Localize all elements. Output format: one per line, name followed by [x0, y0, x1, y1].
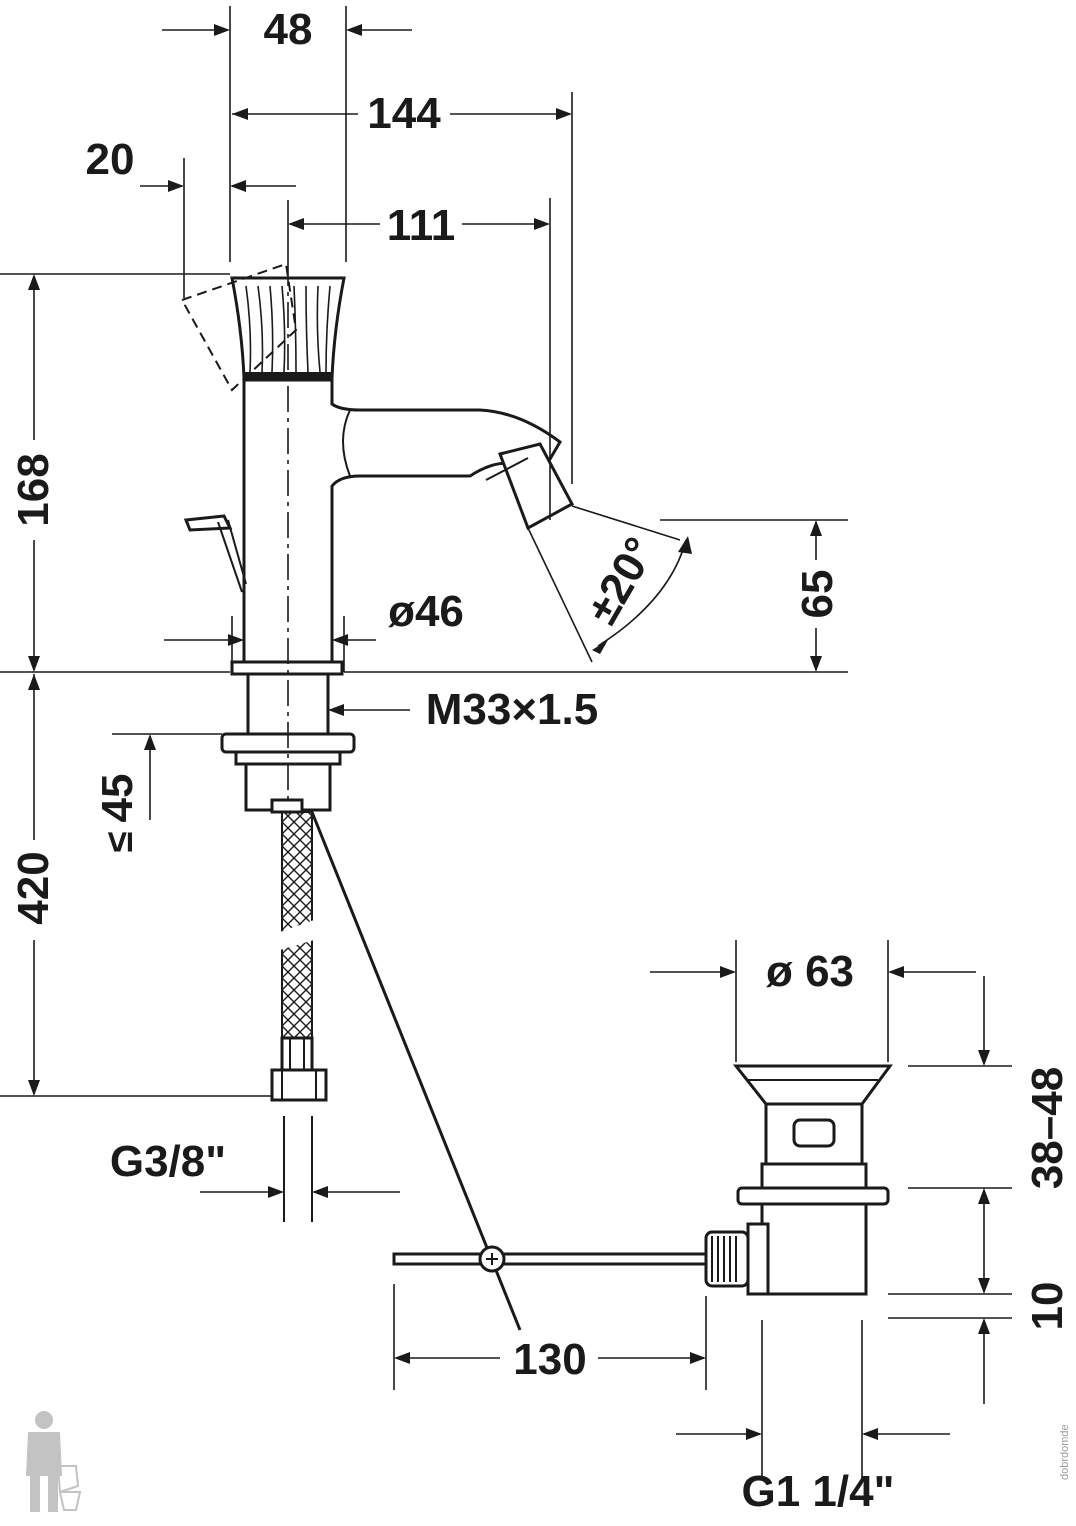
dim-10: 10: [1023, 1282, 1072, 1331]
dim-46: ø46: [388, 587, 464, 636]
dim-65: 65: [793, 570, 842, 619]
watermark-logo: [26, 1411, 82, 1512]
spout-nozzle: [498, 442, 575, 531]
dim-48: 48: [264, 5, 313, 54]
dim-g114: G1 1/4": [742, 1467, 895, 1516]
popup-lever: [183, 514, 233, 532]
waste-flange: [732, 1064, 893, 1106]
pull-rod: [310, 811, 522, 1331]
watermark-text: dobrdomde: [1059, 1424, 1071, 1480]
dim-g38: G3/8": [110, 1137, 226, 1186]
dim-63: ø 63: [766, 947, 854, 996]
supply-hose: [281, 811, 313, 933]
base-plate: [230, 660, 344, 676]
dim-45-prefix: ≤: [99, 832, 141, 853]
faucet: [180, 260, 712, 1331]
dimension-geometry: [0, 6, 1012, 1480]
dim-38-48: 38–48: [1023, 1067, 1072, 1189]
dim-168: 168: [9, 453, 58, 526]
hose-nut: [270, 1068, 328, 1102]
dim-45-group: ≤ 45: [93, 774, 142, 853]
dim-45: 45: [93, 774, 142, 823]
dim-20: 20: [86, 135, 135, 184]
faucet-handle-tilted: [180, 262, 298, 392]
dim-144: 144: [367, 89, 441, 138]
dim-111: 111: [387, 201, 456, 250]
dim-130: 130: [513, 1335, 586, 1384]
dim-angle-20: ±20°: [578, 529, 666, 632]
dim-420: 420: [9, 851, 58, 924]
dim-thread: M33×1.5: [426, 685, 598, 734]
waste-fitting: [704, 1064, 893, 1296]
waste-nut: [736, 1186, 890, 1206]
